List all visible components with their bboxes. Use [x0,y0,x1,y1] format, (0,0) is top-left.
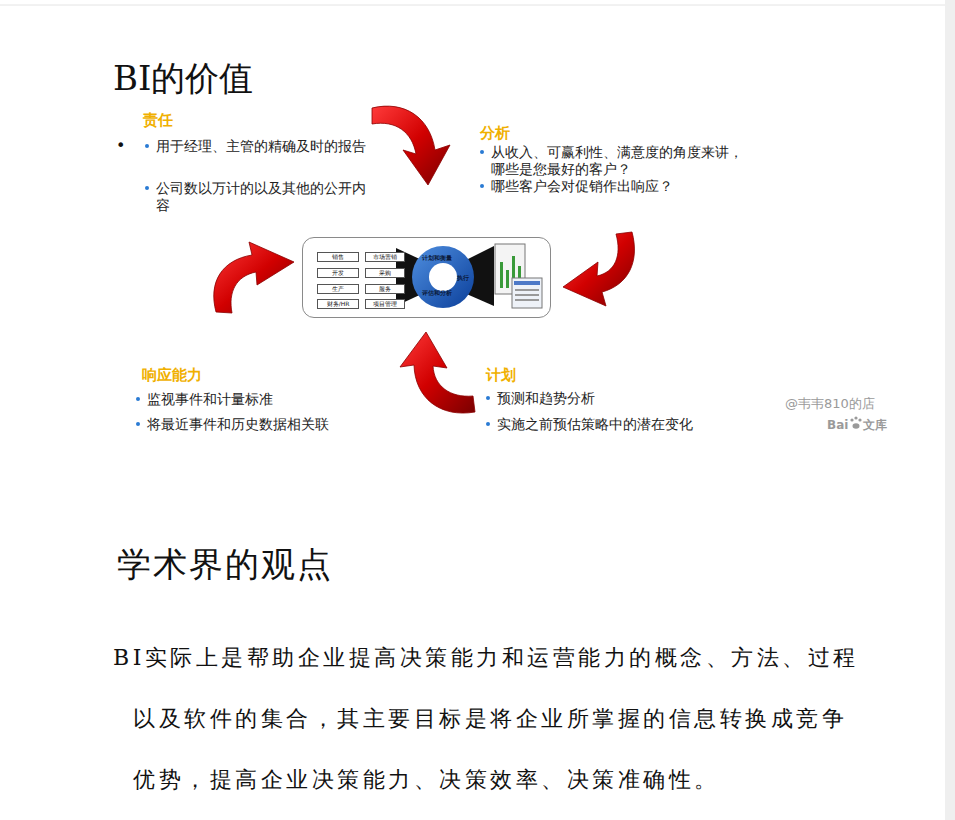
section-heading: 响应能力 [142,365,202,385]
bullet-item: 实施之前预估策略中的潜在变化 [486,416,747,433]
cycle-label: 评估和分析 [422,289,452,296]
box-label: 销售 [332,253,344,260]
box-label: 服务 [379,285,391,292]
bullet-item: 从收入、可赢利性、满意度的角度来讲，哪些是您最好的客户？ [480,144,749,178]
page-title: BI的价值 [113,56,253,100]
cycle-label: 计划和衡量 [422,254,452,261]
department-box: 市场营销 [365,252,405,262]
bullet-item: 公司数以万计的以及其他的公开内容 [145,180,376,214]
box-label: 采购 [379,269,391,276]
box-label: 市场营销 [373,253,397,260]
section-heading: 责任 [143,110,173,130]
page-edge [0,5,945,6]
report-screens [495,244,542,308]
bullet-item: 哪些客户会对促销作出响应？ [480,178,749,195]
watermark: @韦韦810的店 [785,396,875,412]
department-box: 项目管理 [365,299,405,309]
section-title: 学术界的观点 [117,542,333,586]
stray-bullet: • [116,137,125,155]
section-heading: 计划 [486,365,516,385]
section-heading: 分析 [480,123,510,143]
bullet-item: 预测和趋势分析 [486,390,747,407]
bullet-item: 监视事件和计量标准 [136,391,387,408]
department-box: 开发 [317,268,359,278]
cycle-hole [429,263,457,291]
box-label: 项目管理 [373,300,397,307]
watermark-paw [850,416,861,428]
box-label: 生产 [332,285,344,292]
department-box: 服务 [365,284,405,294]
paragraph: BI实际上是帮助企业提高决策能力和运营能力的概念、方法、过程以及软件的集合，其主… [113,627,868,810]
department-box: 生产 [317,284,359,294]
department-box: 财务/HR [317,299,359,309]
cycle-label: 执行 [457,274,469,281]
department-box: 采购 [365,268,405,278]
watermark: 文库 [863,418,887,432]
bullet-item: 将最近事件和历史数据相关联 [136,416,387,433]
box-label: 开发 [332,269,344,276]
bullet-item: 用于经理、主管的精确及时的报告 [145,138,376,155]
department-box: 销售 [317,252,359,262]
process-frame: 计划和衡量执行评估和分析 销售 市场营销开发 采购生产 服务财务/HR 项目管理 [302,237,551,318]
scroll-bar [945,0,955,820]
cycle-circle [412,246,474,308]
watermark: Bai [827,418,848,432]
box-label: 财务/HR [327,300,350,307]
